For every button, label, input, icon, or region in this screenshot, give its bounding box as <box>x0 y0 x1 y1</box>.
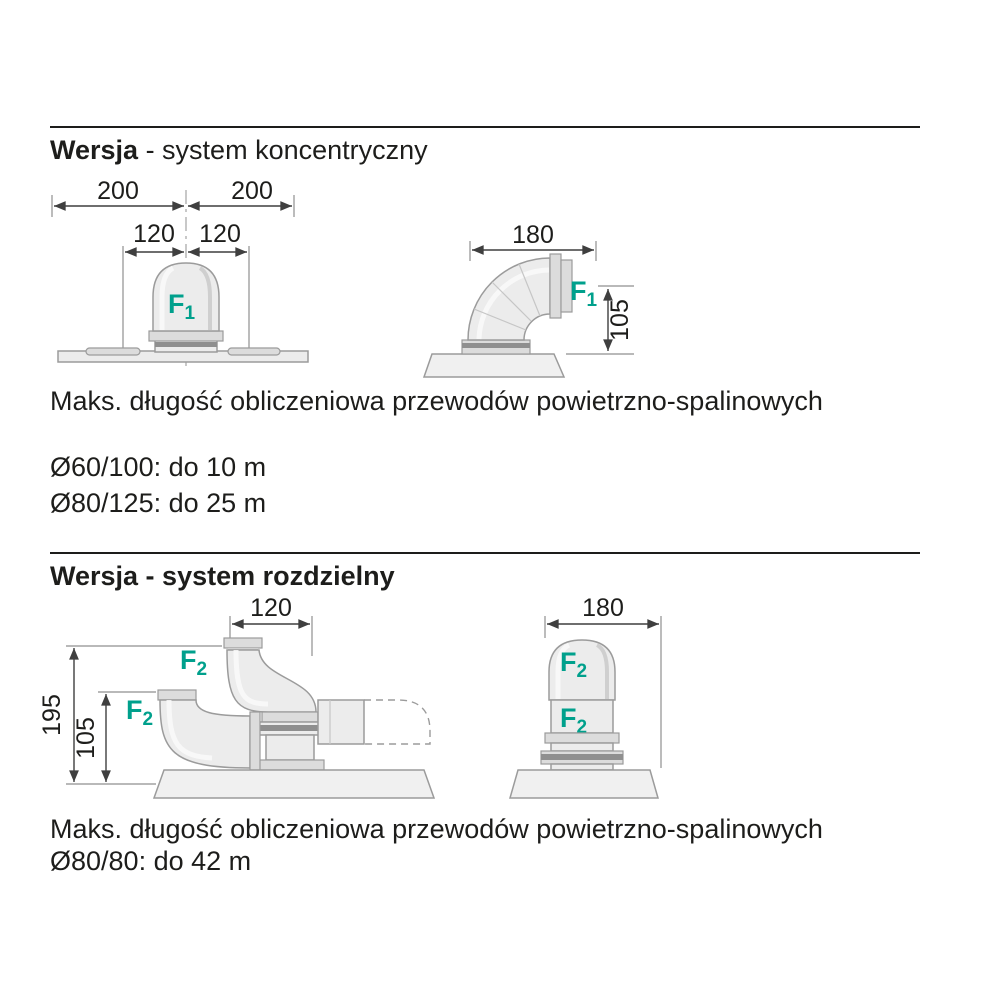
f-label-base: F <box>570 276 587 306</box>
f-label-sub: 2 <box>577 661 588 682</box>
f2-label-lower: F2 <box>560 703 587 738</box>
section-divider-top <box>50 126 920 128</box>
f-label-base: F <box>560 703 577 733</box>
f1-label: F1 <box>570 276 598 311</box>
section-title-concentric-rest: - system koncentryczny <box>138 135 428 165</box>
pipe-segment <box>317 699 365 745</box>
caption-separate: Maks. długość obliczeniowa przewodów pow… <box>50 814 823 844</box>
f-label-base: F <box>126 695 143 725</box>
inlet-flange <box>157 689 197 701</box>
f-label-sub: 2 <box>197 659 208 680</box>
dashed-continuation <box>364 699 431 745</box>
f-label-sub: 2 <box>577 717 588 738</box>
dim-120-label: 120 <box>250 596 292 622</box>
terminal-dome <box>548 639 616 701</box>
f-label-sub: 1 <box>185 303 196 324</box>
f1-label: F1 <box>168 289 196 324</box>
adapter-body <box>265 734 315 761</box>
dim-180-group: 180 <box>544 596 662 768</box>
dim-120-group: 120 120 <box>122 220 250 348</box>
dim-195-group: 195 <box>38 645 222 785</box>
dim-105-group: 105 <box>72 691 156 782</box>
f2-label-lower: F2 <box>126 695 153 730</box>
caption-concentric: Maks. długość obliczeniowa przewodów pow… <box>50 386 823 416</box>
seam-line <box>473 308 527 331</box>
section-title-concentric: Wersja - system koncentryczny <box>50 135 428 166</box>
elbow-part: F1 <box>422 253 598 378</box>
clamp-band <box>254 725 326 731</box>
f2-label-upper: F2 <box>180 645 207 680</box>
clamp-band <box>462 343 530 348</box>
boiler-top <box>509 769 659 799</box>
spec-80-80: Ø80/80: do 42 m <box>50 846 252 876</box>
dim-200-group: 200 200 <box>51 177 295 217</box>
dim-180-label: 180 <box>512 221 554 249</box>
separate-system-diagram: 120 F2 F2 <box>38 596 662 799</box>
f-label-base: F <box>560 647 577 677</box>
highlight <box>159 265 175 330</box>
section-title-separate: Wersja - system rozdzielny <box>50 561 395 591</box>
seam-line <box>491 281 532 322</box>
highlight <box>555 642 571 699</box>
adapter-collar <box>261 711 319 723</box>
adapter-base <box>255 759 325 771</box>
outlet-ring <box>560 259 573 313</box>
shading <box>595 643 609 699</box>
dim-180-label: 180 <box>582 596 624 622</box>
outlet-flange <box>549 253 562 319</box>
f-label-sub: 2 <box>143 709 154 730</box>
clamp-band <box>541 754 623 760</box>
shading <box>198 266 212 330</box>
vent-plate-left <box>85 347 141 356</box>
dim-120-right-label: 120 <box>199 220 241 248</box>
dim-105-label: 105 <box>606 299 634 341</box>
boiler-top <box>152 769 436 799</box>
clamp-band <box>155 342 217 347</box>
f-label-base: F <box>180 645 197 675</box>
dim-105-label: 105 <box>72 717 100 759</box>
highlight <box>166 699 213 761</box>
f-label-base: F <box>168 289 185 319</box>
terminal-collar <box>544 732 620 744</box>
terminal-part: F1 <box>57 262 309 363</box>
terminal-cylinder <box>550 699 614 734</box>
f-label-sub: 1 <box>587 290 598 311</box>
terminal-ring <box>550 742 614 752</box>
lower-elbow-part: F2 <box>126 689 261 771</box>
dim-200-left-label: 200 <box>97 177 139 205</box>
concentric-system-diagram: 200 200 120 120 F1 <box>51 177 634 378</box>
terminal-foot <box>550 763 614 771</box>
horizontal-flue-pipe <box>317 699 431 745</box>
dim-105-group: 105 <box>566 285 634 355</box>
seam-line <box>518 263 541 317</box>
upper-elbow-part: F2 <box>180 637 317 713</box>
f2-label-upper: F2 <box>560 647 587 682</box>
dim-200-right-label: 200 <box>231 177 273 205</box>
spec-80-125: Ø80/125: do 25 m <box>50 488 267 518</box>
dim-120-group: 120 <box>229 596 313 656</box>
terminal-collar <box>148 330 224 342</box>
highlight <box>233 649 269 707</box>
inlet-flange <box>223 637 263 649</box>
terminal-dome <box>152 262 220 332</box>
separate-elbows-diagram: 120 F2 F2 <box>38 596 436 799</box>
dim-180-group: 180 <box>469 221 597 261</box>
dim-195-label: 195 <box>38 694 66 736</box>
dim-120-left-label: 120 <box>133 220 175 248</box>
terminal-part: F2 F2 <box>509 639 659 799</box>
elbow-side-diagram: 180 F1 105 <box>422 221 634 378</box>
separate-terminal-diagram: 180 F2 F2 <box>509 596 662 799</box>
spec-60-100: Ø60/100: do 10 m <box>50 452 267 482</box>
terminal-front-diagram: 200 200 120 120 F1 <box>51 177 309 368</box>
vent-plate-right <box>227 347 281 356</box>
outlet-collar <box>249 711 261 771</box>
section-divider-bottom <box>50 552 920 554</box>
boiler-top <box>422 353 566 378</box>
section-title-concentric-emphasis: Wersja <box>50 135 139 165</box>
